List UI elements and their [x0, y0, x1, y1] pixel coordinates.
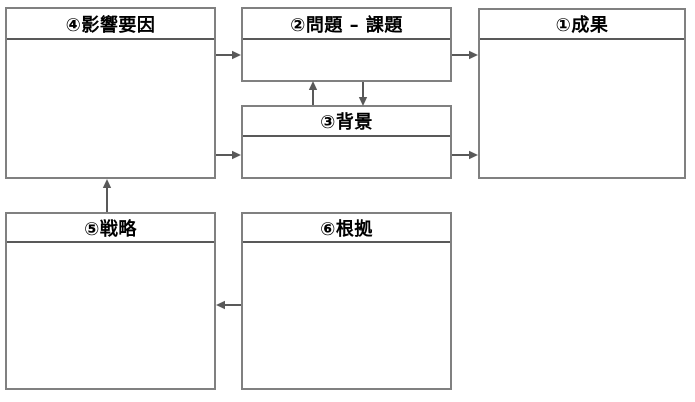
arrow-strategy-to-factors-icon	[102, 179, 112, 212]
box-evidence: ⑥根拠	[241, 212, 452, 390]
box-influencing-factors-body	[7, 40, 214, 177]
box-problem-issue-body	[243, 40, 450, 80]
box-influencing-factors: ④影響要因	[5, 7, 216, 179]
arrow-factors-to-background-icon	[216, 150, 241, 160]
arrow-background-to-problem-icon	[308, 81, 318, 105]
box-influencing-factors-title: ④影響要因	[7, 9, 214, 40]
box-evidence-body	[243, 243, 450, 388]
box-background-body	[243, 137, 450, 177]
box-background-title: ③背景	[243, 107, 450, 137]
box-strategy-title: ⑤戦略	[7, 214, 214, 243]
box-background: ③背景	[241, 105, 452, 179]
arrow-problem-to-background-icon	[358, 82, 368, 106]
box-results: ①成果	[478, 8, 686, 179]
arrow-problem-to-results-icon	[452, 50, 478, 60]
box-results-title: ①成果	[480, 10, 684, 40]
box-strategy-body	[7, 243, 214, 388]
arrow-evidence-to-strategy-icon	[216, 300, 241, 310]
arrow-factors-to-problem-icon	[216, 50, 241, 60]
box-problem-issue: ②問題 – 課題	[241, 7, 452, 82]
box-problem-issue-title: ②問題 – 課題	[243, 9, 450, 40]
arrow-background-to-results-icon	[452, 150, 478, 160]
box-results-body	[480, 40, 684, 177]
box-evidence-title: ⑥根拠	[243, 214, 450, 243]
box-strategy: ⑤戦略	[5, 212, 216, 390]
